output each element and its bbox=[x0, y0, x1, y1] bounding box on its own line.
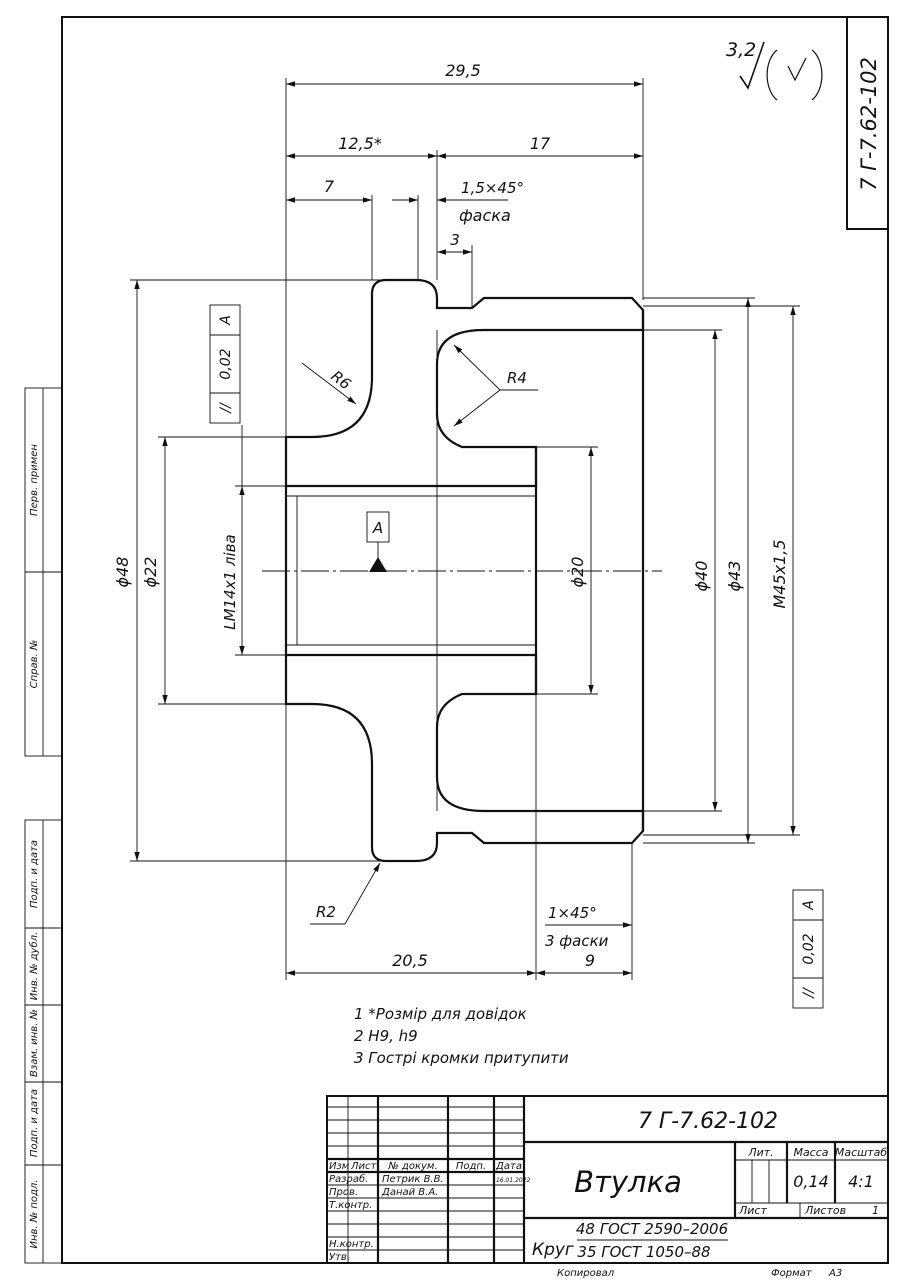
hdr-doc-no: № докум. bbox=[387, 1161, 437, 1172]
mass-value: 0,14 bbox=[793, 1172, 829, 1191]
role-checker: Пров. bbox=[329, 1187, 358, 1198]
dim-chamfer-count: 3 фаски bbox=[545, 932, 609, 950]
side-label-perv: Перв. примен bbox=[29, 444, 40, 516]
vertical-dimensions: ϕ48 ϕ22 LM14x1 ліва ϕ20 ϕ40 ϕ43 M45x1,5 bbox=[113, 279, 800, 862]
material-line1: 48 ГОСТ 2590–2006 bbox=[576, 1220, 728, 1238]
dim-left-length: 12,5* bbox=[338, 134, 382, 153]
lower-section-hatch bbox=[284, 653, 645, 863]
format-label: Формат bbox=[771, 1268, 813, 1279]
roughness-value: 3,2 bbox=[726, 39, 756, 61]
dim-dia-48: ϕ48 bbox=[113, 557, 132, 588]
dim-chamfer-word: фаска bbox=[459, 206, 511, 225]
tolerance-right-symbol: // bbox=[801, 987, 817, 1000]
title-doc-number: 7 Г-7.62-102 bbox=[638, 1109, 778, 1134]
role-tech-control: Т.контр. bbox=[329, 1200, 372, 1211]
tolerance-left-symbol: // bbox=[218, 402, 234, 415]
hdr-signature: Подп. bbox=[456, 1161, 486, 1172]
sheets-value: 1 bbox=[872, 1204, 879, 1217]
datum-a: A bbox=[366, 511, 390, 572]
corner-stamp-text: 7 Г-7.62-102 bbox=[857, 57, 881, 191]
dim-overall-length: 29,5 bbox=[445, 61, 481, 80]
part-section bbox=[262, 278, 662, 863]
tolerance-left-value: 0,02 bbox=[218, 348, 234, 379]
sheet-frame bbox=[61, 16, 889, 1264]
dim-dia-40: ϕ40 bbox=[692, 561, 711, 592]
dim-collar-length: 7 bbox=[324, 177, 335, 196]
dim-dia-22: ϕ22 bbox=[141, 557, 160, 588]
side-label-podp1: Подп. и дата bbox=[29, 840, 40, 908]
hdr-list: Лист bbox=[350, 1161, 378, 1172]
dim-thread-left: LM14x1 ліва bbox=[221, 534, 239, 629]
hdr-izm: Изм bbox=[329, 1161, 350, 1172]
note-1: 1 *Розмір для довідок bbox=[354, 1005, 527, 1023]
copied-label: Копировал bbox=[557, 1268, 615, 1279]
technical-notes: 1 *Розмір для довідок 2 H9, h9 3 Гострі … bbox=[354, 1005, 569, 1067]
side-label-podp2: Подп. и дата bbox=[29, 1089, 40, 1157]
note-2: 2 H9, h9 bbox=[354, 1027, 418, 1045]
note-3: 3 Гострі кромки притупити bbox=[354, 1049, 569, 1067]
dim-dia-43: ϕ43 bbox=[725, 561, 744, 592]
side-strip: Перв. примен Справ. № Подп. и дата Инв. … bbox=[24, 387, 63, 1264]
sheets-label: Листов bbox=[804, 1204, 846, 1217]
dim-chamfer-small: 1×45° bbox=[548, 904, 597, 922]
datum-letter: A bbox=[372, 519, 383, 537]
side-label-inv-podl: Инв. № подл. bbox=[29, 1180, 40, 1249]
side-label-vzam: Взам. инв. № bbox=[29, 1009, 40, 1077]
checker-name: Данай В.А. bbox=[381, 1187, 438, 1198]
developer-name: Петрик В.В. bbox=[382, 1174, 444, 1185]
side-label-sprav: Справ. № bbox=[29, 640, 40, 689]
dim-radius-r2: R2 bbox=[316, 903, 336, 921]
material-line2: 35 ГОСТ 1050–88 bbox=[577, 1243, 710, 1261]
material-word: Круг bbox=[532, 1240, 574, 1260]
side-label-inv-dubl: Инв. № дубл. bbox=[28, 932, 40, 1000]
hdr-date: Дата bbox=[495, 1161, 522, 1172]
role-approved: Утв. bbox=[329, 1252, 350, 1263]
date-value: 16.01.2022 bbox=[496, 1177, 531, 1184]
dim-dia-20: ϕ20 bbox=[568, 557, 587, 588]
role-developer: Разраб. bbox=[329, 1173, 368, 1185]
upper-section-hatch bbox=[284, 278, 645, 488]
dim-right-length: 17 bbox=[530, 134, 551, 153]
roughness-symbol: 3,2 bbox=[726, 39, 823, 101]
tolerance-left-datum: A bbox=[218, 315, 234, 326]
dim-len-9: 9 bbox=[585, 951, 595, 970]
role-norm-control: Н.контр. bbox=[329, 1239, 374, 1250]
dim-len-20-5: 20,5 bbox=[392, 951, 428, 970]
tolerance-right-value: 0,02 bbox=[801, 933, 817, 964]
horizontal-dimensions: 29,5 12,5* 17 7 1,5×45° фаска 3 20,5 9 1… bbox=[285, 61, 644, 980]
col-scale: Масштаб bbox=[835, 1146, 887, 1159]
sheet-label: Лист bbox=[738, 1204, 767, 1217]
dim-chamfer-main: 1,5×45° bbox=[461, 179, 524, 197]
scale-value: 4:1 bbox=[848, 1172, 874, 1191]
title-block: 7 Г-7.62-102 Втулка Изм Лист № докум. По… bbox=[326, 1095, 889, 1279]
col-mass: Масса bbox=[793, 1146, 828, 1159]
dim-radius-r6: R6 bbox=[328, 367, 355, 393]
tolerance-frame-left: A 0,02 // bbox=[209, 304, 241, 424]
corner-stamp: 7 Г-7.62-102 bbox=[846, 16, 889, 230]
col-lit: Лит. bbox=[747, 1146, 773, 1159]
title-part-name: Втулка bbox=[574, 1165, 682, 1199]
format-value: А3 bbox=[828, 1268, 842, 1279]
tolerance-right-datum: A bbox=[801, 900, 817, 911]
dim-groove-width: 3 bbox=[450, 231, 460, 249]
dim-radius-r4: R4 bbox=[507, 369, 527, 387]
radius-leaders: R6 R4 R2 bbox=[301, 344, 538, 925]
tolerance-frame-right: A 0,02 // bbox=[792, 889, 824, 1009]
dim-thread-m45: M45x1,5 bbox=[770, 539, 789, 608]
